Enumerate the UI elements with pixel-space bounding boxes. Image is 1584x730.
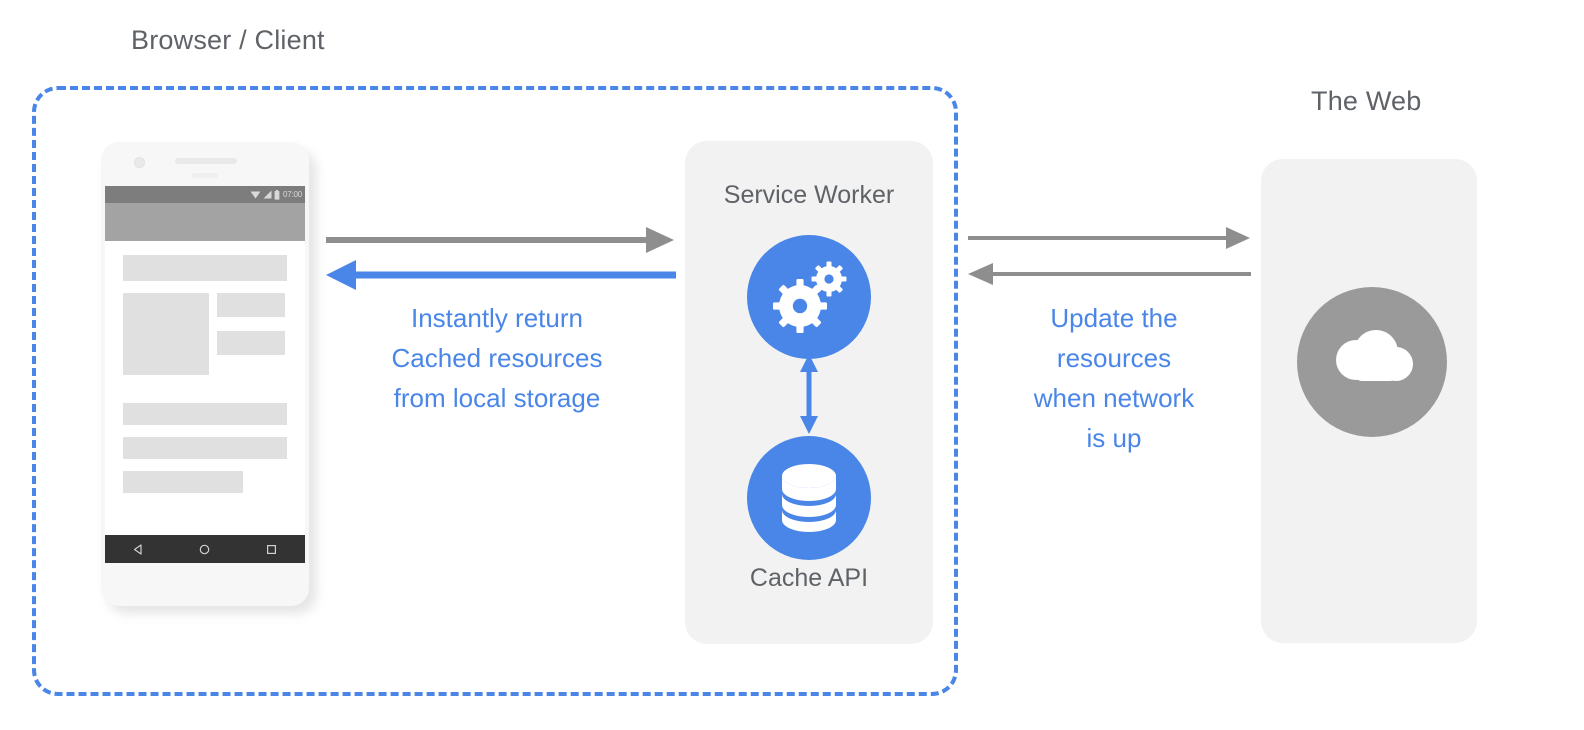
service-worker-title: Service Worker (723, 181, 895, 209)
right-annotation: Update the resources when network is up (1000, 298, 1228, 458)
recents-button-icon[interactable] (265, 543, 278, 556)
signal-icon (263, 190, 272, 199)
service-worker-cache-arrow (800, 354, 818, 434)
status-bar-time: 07:00 (282, 189, 302, 199)
phone-earpiece (175, 158, 237, 164)
database-icon (782, 464, 836, 532)
phone-body: 07:00 (101, 142, 309, 606)
left-annotation: Instantly return Cached resources from l… (352, 298, 642, 418)
web-card (1261, 159, 1477, 643)
gears-icon (773, 261, 847, 333)
battery-icon (274, 189, 280, 200)
the-web-label: The Web (1311, 86, 1422, 116)
client-boundary-box (32, 86, 958, 696)
status-bar: 07:00 (105, 186, 305, 203)
response-arrow-sw-to-phone (326, 260, 676, 290)
home-button-icon[interactable] (198, 543, 211, 556)
title-block (123, 255, 287, 281)
cache-api-title: Cache API (749, 564, 869, 592)
service-worker-card: Service Worker (685, 141, 933, 644)
left-annotation-line-3: from local storage (393, 383, 601, 413)
fetch-arrow-sw-to-web (968, 227, 1250, 249)
right-annotation-line-2: resources (1056, 343, 1172, 373)
right-annotation-line-4: is up (1086, 423, 1142, 453)
left-annotation-line-2: Cached resources (391, 343, 603, 373)
phone-sensor (192, 173, 218, 178)
request-arrow-phone-to-sw (326, 227, 674, 253)
side-block-column (217, 293, 285, 375)
phone-screen: 07:00 (105, 186, 305, 563)
side-block-1 (217, 293, 285, 317)
side-block-2 (217, 331, 285, 355)
wifi-icon (250, 191, 261, 199)
cloud-icon (1336, 330, 1413, 381)
phone-camera-icon (134, 157, 145, 168)
right-annotation-line-3: when network (1033, 383, 1195, 413)
media-row (123, 293, 287, 375)
browser-client-label: Browser / Client (131, 25, 325, 55)
text-line-2 (123, 437, 287, 459)
app-bar (105, 203, 305, 241)
left-annotation-line-1: Instantly return (411, 303, 583, 333)
right-annotation-line-1: Update the (1050, 303, 1178, 333)
phone-mockup: 07:00 (101, 142, 317, 614)
text-line-3 (123, 471, 243, 493)
content-area (105, 241, 305, 563)
image-block (123, 293, 209, 375)
text-line-1 (123, 403, 287, 425)
web-cloud-badge (1297, 287, 1447, 437)
android-nav-bar (105, 535, 305, 563)
service-worker-badge (747, 235, 871, 359)
cache-api-badge (747, 436, 871, 560)
update-arrow-web-to-sw (968, 263, 1251, 285)
back-button-icon[interactable] (132, 543, 145, 556)
